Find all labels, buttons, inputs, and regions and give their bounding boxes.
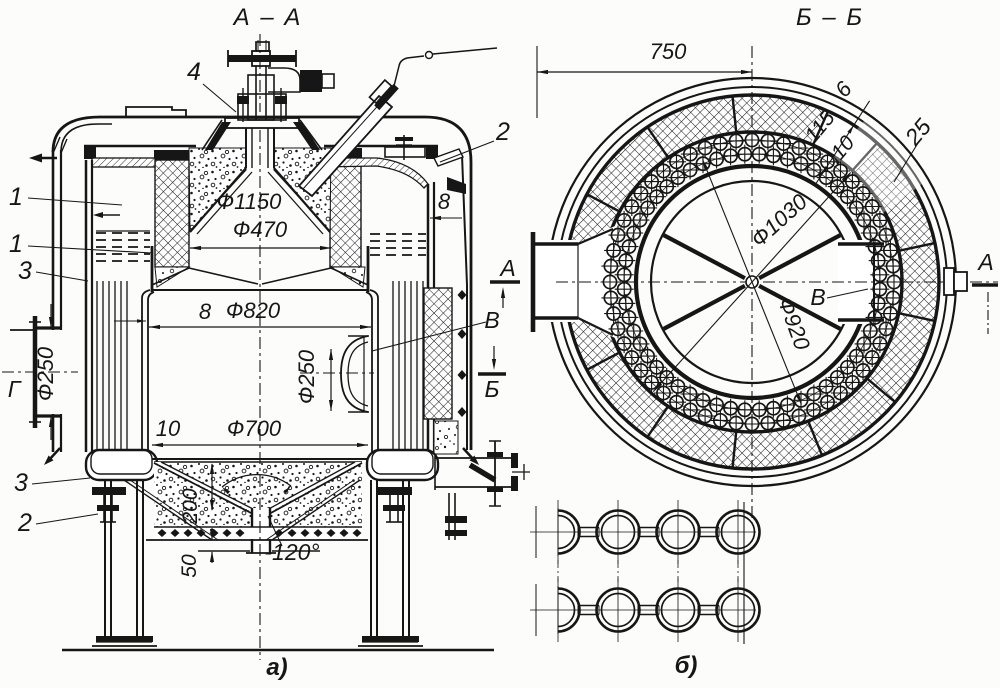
svg-text:В: В bbox=[810, 284, 825, 310]
svg-text:Ф250: Ф250 bbox=[33, 346, 58, 401]
svg-text:1: 1 bbox=[9, 183, 23, 211]
svg-text:Ф820: Ф820 bbox=[226, 298, 281, 323]
svg-text:10: 10 bbox=[156, 416, 181, 441]
svg-text:-120°: -120° bbox=[264, 539, 319, 565]
svg-text:3: 3 bbox=[18, 257, 32, 285]
svg-text:3: 3 bbox=[14, 469, 28, 497]
svg-text:50: 50 bbox=[178, 554, 201, 578]
svg-text:В: В bbox=[484, 307, 499, 333]
svg-text:А: А bbox=[498, 255, 515, 281]
svg-text:Ф250: Ф250 bbox=[294, 349, 319, 404]
svg-text:Б – Б: Б – Б bbox=[796, 4, 864, 31]
svg-text:Г: Г bbox=[8, 376, 22, 402]
svg-text:Б: Б bbox=[485, 376, 500, 402]
svg-text:8: 8 bbox=[199, 299, 212, 324]
svg-text:б): б) bbox=[675, 652, 698, 679]
svg-text:1: 1 bbox=[9, 230, 23, 258]
svg-text:4: 4 bbox=[187, 58, 201, 86]
svg-text:А: А bbox=[976, 249, 993, 275]
svg-text:Ф1150: Ф1150 bbox=[217, 189, 283, 214]
svg-text:а): а) bbox=[266, 654, 287, 681]
svg-text:Ф700: Ф700 bbox=[227, 416, 282, 441]
svg-text:750: 750 bbox=[650, 39, 687, 64]
svg-text:2: 2 bbox=[17, 509, 32, 537]
svg-text:2: 2 bbox=[495, 118, 510, 146]
svg-text:Ф470: Ф470 bbox=[233, 217, 288, 242]
svg-text:8: 8 bbox=[438, 189, 451, 214]
svg-text:200: 200 bbox=[179, 488, 202, 524]
svg-text:А – А: А – А bbox=[232, 4, 303, 31]
